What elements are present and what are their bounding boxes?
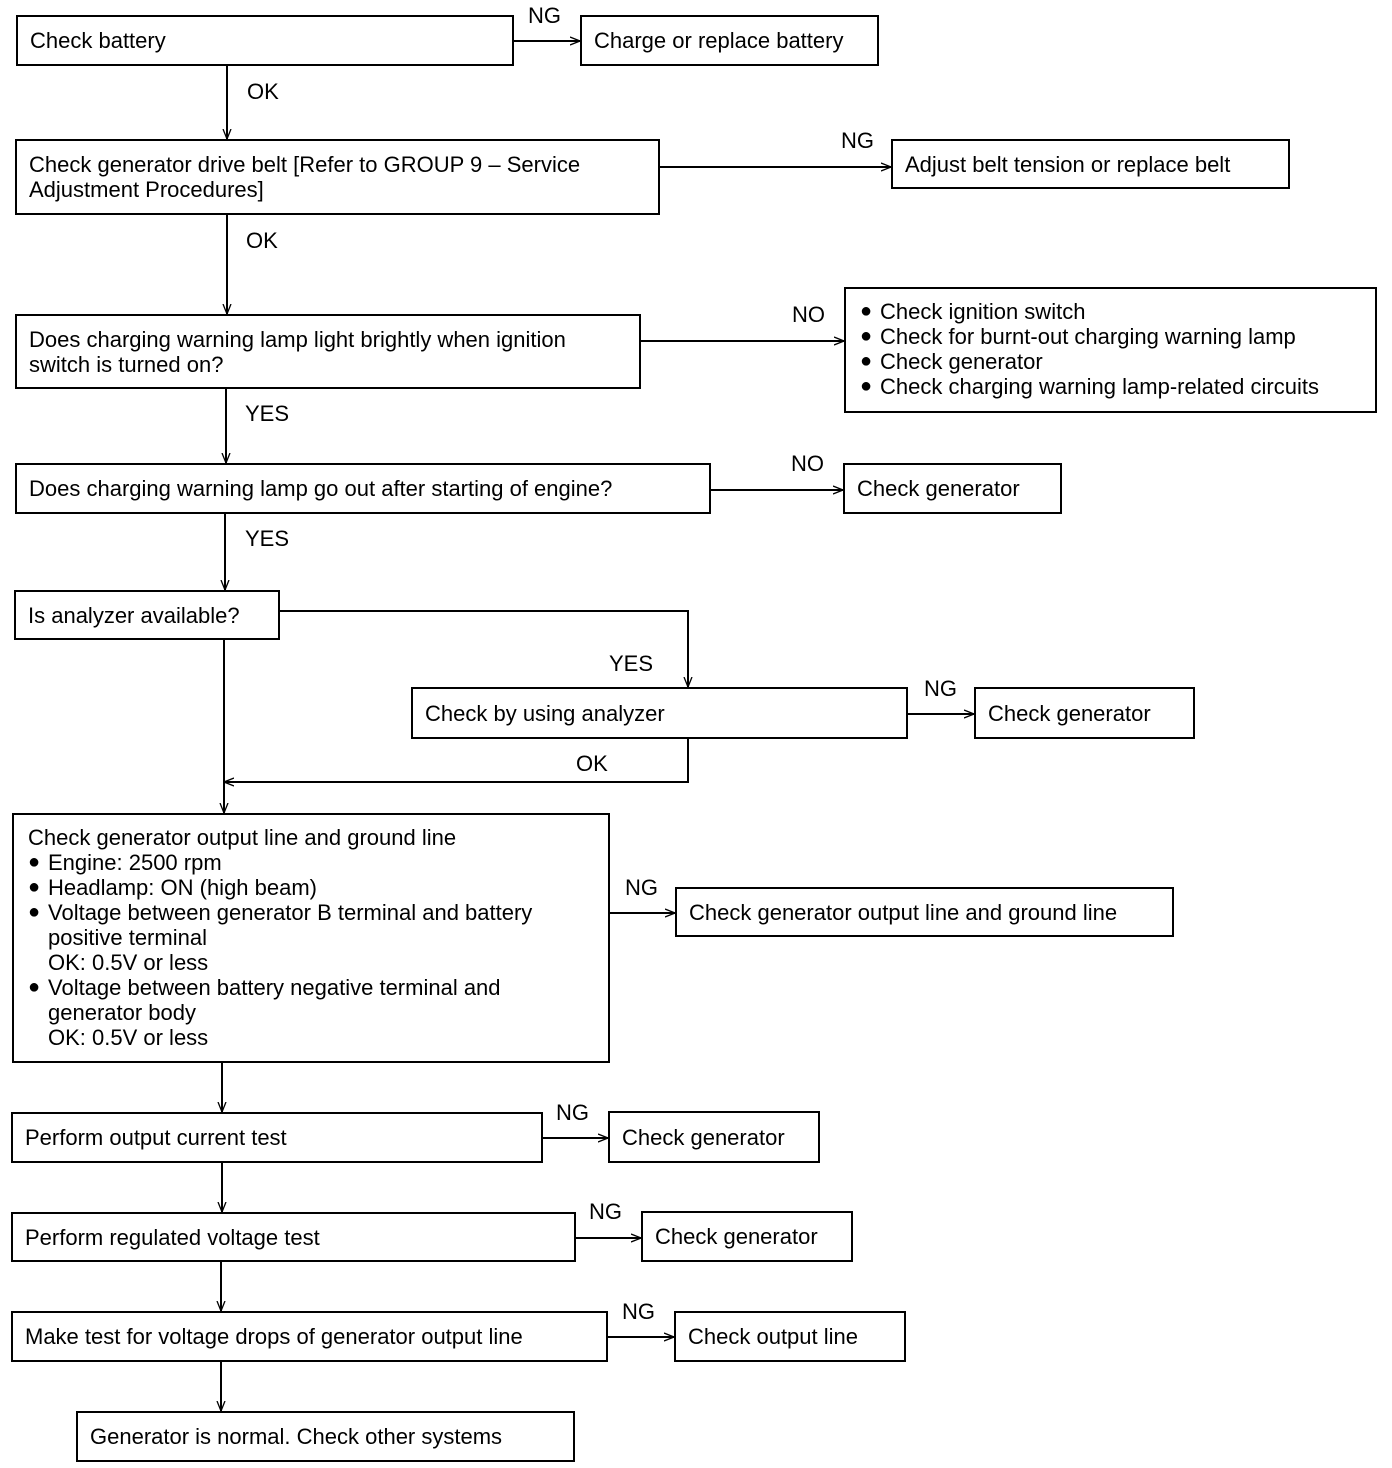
voltage-drop-test-text: Make test for voltage drops of generator… [25,1324,523,1349]
bullet-icon: ● [28,851,41,873]
check-generator-text-4: Check generator [655,1224,818,1249]
check-generator-box-4: Check generator [641,1211,853,1262]
check-output-line-text: Check output line [688,1324,858,1349]
label-ng-regulated: NG [589,1199,622,1224]
check-belt-text-2: Adjustment Procedures] [29,177,264,202]
label-ng-current: NG [556,1100,589,1125]
voltage-condition-1-text: Voltage between generator B terminal and… [48,900,533,925]
voltage-drop-test-box: Make test for voltage drops of generator… [11,1311,608,1362]
lamp-check-item-2-text: Check for burnt-out charging warning lam… [880,324,1296,349]
adjust-belt-text: Adjust belt tension or replace belt [905,151,1231,177]
lamp-check-item-4-text: Check charging warning lamp-related circ… [880,374,1319,399]
voltage-condition-1-cont: positive terminal [48,925,207,950]
voltage-condition-2: ● Voltage between battery negative termin… [28,975,596,1000]
check-battery-box: Check battery [16,15,514,66]
check-battery-text: Check battery [30,28,166,53]
label-no-out: NO [791,451,824,476]
label-yes-out: YES [245,526,290,551]
label-ng-battery: NG [528,3,561,28]
generator-normal-box: Generator is normal. Check other systems [76,1411,575,1462]
bullet-icon: ● [860,375,873,397]
label-ng-belt: NG [841,128,874,153]
check-generator-text-1: Check generator [857,476,1020,501]
charge-battery-box: Charge or replace battery [580,15,879,66]
lamp-check-item-1: ● Check ignition switch [860,299,1363,324]
label-no-bright: NO [792,302,825,327]
lamp-bright-question-box: Does charging warning lamp light brightl… [15,314,641,389]
engine-condition-text: Engine: 2500 rpm [48,850,222,875]
label-ng-output-line: NG [625,875,658,900]
lamp-bright-text-1: Does charging warning lamp light brightl… [29,326,566,352]
label-yes-analyzer: YES [609,651,654,676]
lamp-check-item-3: ● Check generator [860,349,1363,374]
analyzer-question-text: Is analyzer available? [28,602,240,628]
label-ng-analyzer: NG [924,676,957,701]
label-ok-belt: OK [246,228,278,253]
analyzer-check-text: Check by using analyzer [425,700,665,726]
lamp-check-item-1-text: Check ignition switch [880,299,1086,324]
label-ng-drop: NG [622,1299,655,1324]
check-generator-text-3: Check generator [622,1124,785,1150]
lamp-check-item-2: ● Check for burnt-out charging warning la… [860,324,1363,349]
analyzer-question-box: Is analyzer available? [14,590,280,640]
arrow-analyzer-ok [224,739,689,782]
voltage-condition-2-text: Voltage between battery negative termina… [48,975,501,1000]
output-line-check-box: Check generator output line and ground l… [12,813,610,1063]
lamp-out-question-box: Does charging warning lamp go out after … [15,463,711,514]
voltage-condition-1: ● Voltage between generator B terminal an… [28,900,596,925]
bullet-icon: ● [28,876,41,898]
check-generator-box-3: Check generator [608,1111,820,1163]
adjust-belt-box: Adjust belt tension or replace belt [891,139,1290,189]
bullet-icon: ● [860,300,873,322]
regulated-test-text: Perform regulated voltage test [25,1224,320,1250]
check-generator-text-2: Check generator [988,700,1151,726]
bullet-icon: ● [860,350,873,372]
output-line-title: Check generator output line and ground l… [28,825,457,850]
bullet-icon: ● [860,325,873,347]
voltage-condition-1-ok: OK: 0.5V or less [48,950,209,975]
voltage-condition-2-ok: OK: 0.5V or less [48,1025,209,1050]
voltage-condition-2-cont: generator body [48,1000,196,1025]
label-yes-bright: YES [245,401,290,426]
bullet-icon: ● [28,976,41,998]
check-generator-box-1: Check generator [843,463,1062,514]
lamp-bright-text-2: switch is turned on? [29,351,224,377]
output-line-fix-text: Check generator output line and ground l… [689,899,1118,925]
label-ok-analyzer: OK [576,751,608,776]
headlamp-condition: ● Headlamp: ON (high beam) [28,875,596,900]
lamp-check-item-3-text: Check generator [880,349,1043,374]
analyzer-check-box: Check by using analyzer [411,687,908,739]
current-test-box: Perform output current test [11,1112,543,1163]
regulated-test-box: Perform regulated voltage test [11,1212,576,1262]
check-generator-box-2: Check generator [974,687,1195,739]
engine-condition: ● Engine: 2500 rpm [28,850,596,875]
check-output-line-box: Check output line [674,1311,906,1362]
arrow-analyzer-yes [279,610,688,687]
lamp-checks-box: ● Check ignition switch ● Check for burnt-… [844,287,1377,413]
generator-normal-text: Generator is normal. Check other systems [90,1424,503,1449]
output-line-fix-box: Check generator output line and ground l… [675,887,1174,937]
lamp-check-item-4: ● Check charging warning lamp-related cir… [860,374,1363,399]
headlamp-condition-text: Headlamp: ON (high beam) [48,875,318,900]
check-belt-box: Check generator drive belt [Refer to GRO… [15,139,660,215]
current-test-text: Perform output current test [25,1125,287,1150]
charge-battery-text: Charge or replace battery [594,28,844,53]
check-belt-text-1: Check generator drive belt [Refer to GRO… [29,152,581,177]
lamp-out-text: Does charging warning lamp go out after … [29,476,613,501]
bullet-icon: ● [28,901,41,923]
label-ok-battery: OK [247,79,279,104]
